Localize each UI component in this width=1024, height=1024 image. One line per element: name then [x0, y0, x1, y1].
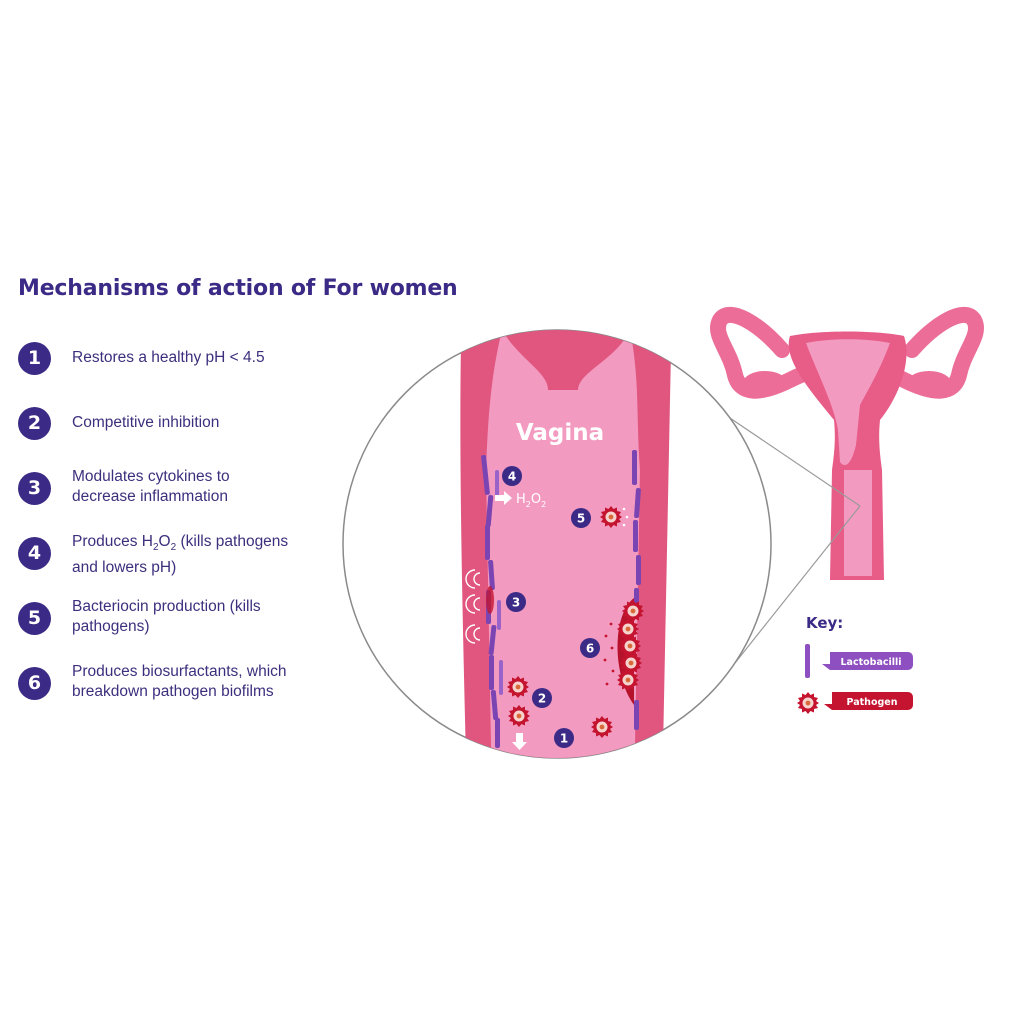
number-badge: 2	[18, 407, 51, 440]
mechanism-text-part: Produces H	[72, 533, 153, 550]
mechanism-text-line: and lowers pH)	[72, 559, 177, 577]
h2o2-label: H2O2	[516, 492, 546, 509]
mechanism-text-part: (kills pathogens	[176, 533, 289, 550]
lactobacilli-key-icon	[805, 644, 810, 678]
cytokine-waves	[465, 569, 481, 644]
pathogen-key-tag	[824, 692, 913, 710]
magnified-view: H2O2 Vagina 4 5 3	[342, 329, 772, 759]
mechanism-text-line: decrease inflammation	[72, 488, 228, 505]
subscript: 2	[170, 542, 177, 554]
svg-text:1: 1	[560, 732, 568, 746]
subscript: 2	[152, 542, 159, 554]
key-legend: Key: Lactobacilli Pathogen	[797, 614, 913, 714]
lactobacilli-key-label: Lactobacilli	[840, 657, 901, 668]
mechanism-text-line: Modulates cytokines to	[72, 468, 230, 485]
number-badge: 3	[18, 472, 51, 505]
diagram-marker-1: 1	[554, 728, 574, 748]
svg-text:3: 3	[512, 596, 520, 610]
mechanism-text: Modulates cytokines to decrease inflamma…	[72, 467, 372, 507]
ovary-left	[743, 371, 787, 395]
key-title: Key:	[806, 614, 843, 632]
mechanism-text: Produces biosurfactants, which breakdown…	[72, 662, 372, 702]
ovary-right	[907, 371, 951, 395]
mechanism-text: Bacteriocin production (kills pathogens)	[72, 597, 372, 637]
pathogen-key-label: Pathogen	[847, 697, 898, 708]
inflammation-spot	[486, 586, 494, 614]
svg-text:4: 4	[508, 470, 516, 484]
pathogen-key-icon	[797, 692, 819, 714]
ph-down-arrow-icon	[512, 733, 527, 750]
vagina-label: Vagina	[516, 420, 604, 446]
number-badge: 5	[18, 602, 51, 635]
uterine-cavity	[806, 339, 890, 466]
page-title: Mechanisms of action of For women	[18, 276, 458, 301]
lactobacilli-right	[632, 450, 641, 730]
mechanism-text-line: Competitive inhibition	[72, 414, 220, 431]
svg-text:2: 2	[538, 692, 546, 706]
number-badge: 1	[18, 342, 51, 375]
mechanism-text: Competitive inhibition	[72, 413, 372, 433]
diagram-marker-5: 5	[571, 508, 591, 528]
number-badge: 6	[18, 667, 51, 700]
fallopian-tube-left	[710, 306, 823, 399]
h2o2-arrow-icon	[495, 491, 512, 505]
mechanism-text-part: O	[158, 533, 171, 550]
diagram-marker-4: 4	[502, 466, 522, 486]
lactobacilli-key-tag	[822, 652, 913, 670]
diagram-marker-2: 2	[532, 688, 552, 708]
mechanism-text: Produces H2O2 (kills pathogens and lower…	[72, 532, 372, 578]
vaginal-canal	[844, 470, 872, 576]
svg-text:6: 6	[586, 642, 594, 656]
bacteriocin-dots	[622, 507, 629, 527]
uterus-illustration	[710, 306, 984, 580]
diagram-marker-3: 3	[506, 592, 526, 612]
connector-line	[734, 505, 861, 664]
lactobacilli-left	[481, 454, 503, 748]
mechanism-text-line: Bacteriocin production (kills	[72, 598, 261, 615]
number-badge: 4	[18, 537, 51, 570]
mechanism-text: Restores a healthy pH < 4.5	[72, 348, 372, 368]
svg-text:5: 5	[577, 512, 585, 526]
mechanism-text-line: Produces biosurfactants, which	[72, 663, 287, 680]
mechanism-text-line: breakdown pathogen biofilms	[72, 683, 274, 700]
biofilm-dots	[603, 622, 615, 686]
mechanism-text-line: pathogens)	[72, 618, 150, 635]
mechanism-text-line: Restores a healthy pH < 4.5	[72, 349, 265, 366]
diagram-marker-6: 6	[580, 638, 600, 658]
